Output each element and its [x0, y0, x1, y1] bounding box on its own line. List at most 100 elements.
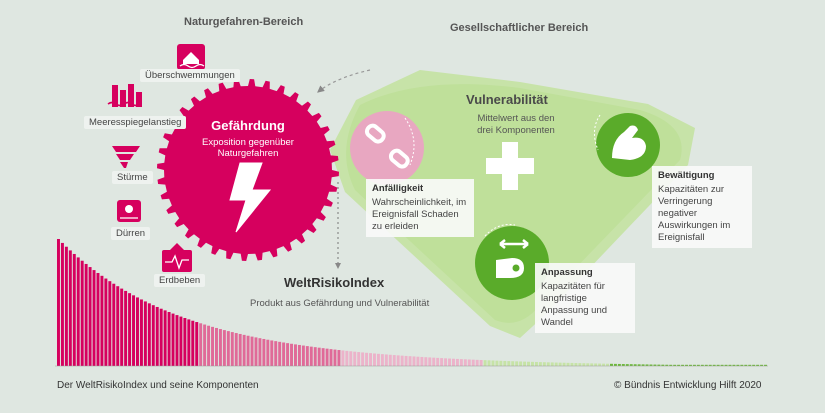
index-bar	[84, 263, 88, 366]
index-bar	[704, 364, 708, 366]
index-bar	[708, 364, 712, 366]
index-bar	[594, 363, 598, 366]
index-bar	[748, 364, 752, 366]
index-bar	[455, 358, 459, 366]
index-bar	[345, 350, 349, 366]
index-bar	[519, 361, 523, 366]
hazard-label-drought: Dürren	[111, 227, 151, 240]
index-bar	[479, 360, 483, 366]
index-bar	[230, 332, 234, 366]
index-bar	[487, 360, 491, 366]
index-bar	[108, 281, 112, 366]
index-bar	[728, 364, 732, 366]
index-bar	[562, 362, 566, 366]
index-bar	[329, 349, 333, 366]
index-bar	[440, 358, 444, 366]
index-bar	[621, 364, 625, 366]
index-bar	[523, 361, 527, 366]
index-bar	[325, 348, 329, 366]
index-bar	[534, 361, 538, 366]
index-bar	[452, 358, 455, 366]
index-bar	[195, 322, 199, 366]
index-bar	[459, 359, 463, 366]
index-bar	[641, 364, 645, 366]
footer-copyright: © Bündnis Entwicklung Hilft 2020	[614, 380, 762, 391]
index-bar	[203, 324, 207, 366]
index-bar	[700, 364, 704, 366]
index-bar	[527, 361, 531, 366]
index-bar	[400, 355, 404, 366]
index-bar	[290, 343, 294, 366]
index-bar	[515, 361, 519, 366]
index-bar	[215, 327, 218, 366]
index-bar	[598, 363, 602, 366]
index-bar	[68, 250, 72, 366]
index-bar	[732, 364, 736, 366]
susceptibility-title: Anfälligkeit	[372, 183, 424, 194]
plus-icon	[486, 142, 534, 190]
index-bar	[286, 343, 290, 366]
index-bar	[590, 363, 594, 366]
index-bar	[128, 293, 132, 366]
index-bar	[436, 357, 440, 366]
index-bar	[629, 364, 633, 366]
coping-text: Kapazitäten zur Verringerung negativer A…	[658, 184, 731, 243]
index-bar	[428, 357, 432, 366]
index-bar	[226, 331, 230, 366]
index-bar	[301, 345, 305, 366]
index-bar	[681, 364, 685, 366]
index-bar	[507, 361, 511, 366]
index-bar	[297, 344, 301, 366]
index-bar	[147, 303, 151, 366]
index-bar	[511, 361, 515, 366]
index-bar	[222, 330, 226, 366]
exposure-subtitle: Exposition gegenüber Naturgefahren	[202, 137, 294, 159]
index-subtitle: Produkt aus Gefährdung und Vulnerabilitä…	[250, 298, 430, 309]
index-bar	[740, 364, 744, 366]
index-bar	[657, 364, 661, 366]
index-bar	[305, 346, 309, 366]
index-bar	[764, 364, 768, 366]
index-bar	[262, 338, 266, 366]
index-bar	[155, 306, 159, 366]
index-bar	[550, 362, 554, 366]
index-bar	[76, 257, 80, 366]
earthquake-icon	[162, 243, 192, 272]
index-bar	[163, 310, 167, 366]
adaptation-title: Anpassung	[541, 267, 593, 278]
index-bar	[254, 337, 258, 366]
index-bar	[353, 351, 357, 366]
index-bar	[463, 359, 467, 366]
index-bar	[376, 353, 380, 366]
hazard-label-storm: Stürme	[112, 171, 153, 184]
index-bar	[388, 354, 392, 366]
broken-chain-icon	[364, 123, 410, 169]
susceptibility-text: Wahrscheinlichkeit, im Ereignisfall Scha…	[372, 197, 467, 232]
index-bar	[649, 364, 653, 366]
index-bar	[151, 305, 155, 366]
index-bar	[444, 358, 448, 366]
adaptation-box: Anpassung Kapazitäten für langfristige A…	[535, 263, 635, 333]
index-bar	[495, 360, 499, 366]
vulnerability-title: Vulnerabilität	[466, 92, 548, 107]
index-bar	[673, 364, 677, 366]
index-bar	[167, 312, 171, 366]
index-bar	[645, 364, 649, 366]
index-bar	[696, 364, 700, 366]
susceptibility-circle	[350, 111, 424, 185]
index-bar	[171, 313, 175, 366]
index-bar	[282, 342, 286, 366]
index-bar	[578, 363, 582, 366]
index-bar	[665, 364, 669, 366]
index-bar	[57, 239, 60, 366]
index-bar	[546, 362, 550, 366]
index-bar	[586, 363, 590, 366]
index-bar	[380, 354, 384, 366]
index-bar	[278, 341, 282, 366]
index-bar	[602, 363, 606, 366]
index-bar	[242, 334, 246, 366]
index-bar	[724, 364, 728, 366]
index-bar	[104, 278, 108, 366]
index-bar	[191, 320, 195, 366]
index-bar	[412, 356, 416, 366]
